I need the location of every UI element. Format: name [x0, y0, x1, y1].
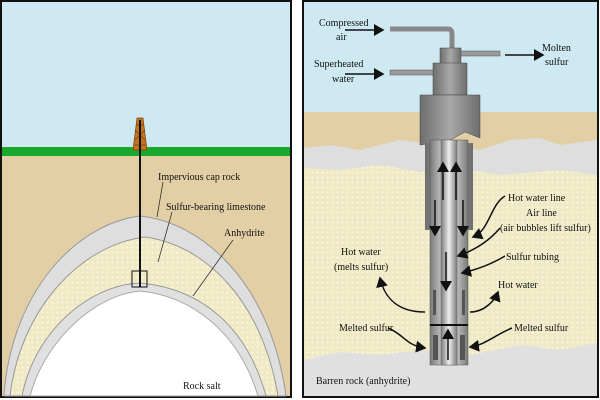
label-cap-rock: Impervious cap rock	[158, 172, 240, 183]
rock-salt	[29, 290, 259, 397]
grass	[2, 147, 290, 156]
salt-dome-panel: Impervious cap rock Sulfur-bearing limes…	[0, 0, 292, 398]
label-hot-water-right: Hot water	[498, 280, 538, 291]
label-air-line-note: (air bubbles lift sulfur)	[500, 223, 591, 234]
label-superheated-water: Superheated	[314, 59, 363, 70]
label-hot-water-line: Hot water line	[508, 193, 566, 204]
molten-sulfur-pipe	[459, 50, 501, 57]
pump-box	[131, 270, 148, 288]
label-hot-water-left-2: (melts sulfur)	[334, 262, 388, 273]
perforations	[433, 290, 465, 360]
label-sulfur-tubing: Sulfur tubing	[506, 252, 559, 263]
frasch-pump-panel: Compressed air Superheated water Molten …	[302, 0, 599, 398]
superheated-water-pipe	[389, 69, 435, 76]
label-compressed-air-2: air	[336, 32, 347, 43]
label-molten-sulfur-2: sulfur	[545, 57, 569, 68]
label-anhydrite: Anhydrite	[224, 228, 265, 239]
label-melted-sulfur-right: Melted sulfur	[514, 323, 569, 334]
label-melted-sulfur-left: Melted sulfur	[339, 323, 394, 334]
label-molten-sulfur: Molten	[542, 43, 571, 54]
sky	[2, 2, 290, 147]
label-rock-salt: Rock salt	[183, 381, 221, 392]
label-air-line: Air line	[526, 208, 557, 219]
label-hot-water-left: Hot water	[341, 247, 381, 258]
compressed-air-pipe	[390, 26, 455, 50]
label-limestone: Sulfur-bearing limestone	[166, 202, 266, 213]
label-compressed-air: Compressed	[319, 18, 368, 29]
label-superheated-water-2: water	[332, 74, 355, 85]
barren-rock-layer	[304, 343, 597, 396]
label-barren-rock: Barren rock (anhydrite)	[316, 376, 410, 387]
